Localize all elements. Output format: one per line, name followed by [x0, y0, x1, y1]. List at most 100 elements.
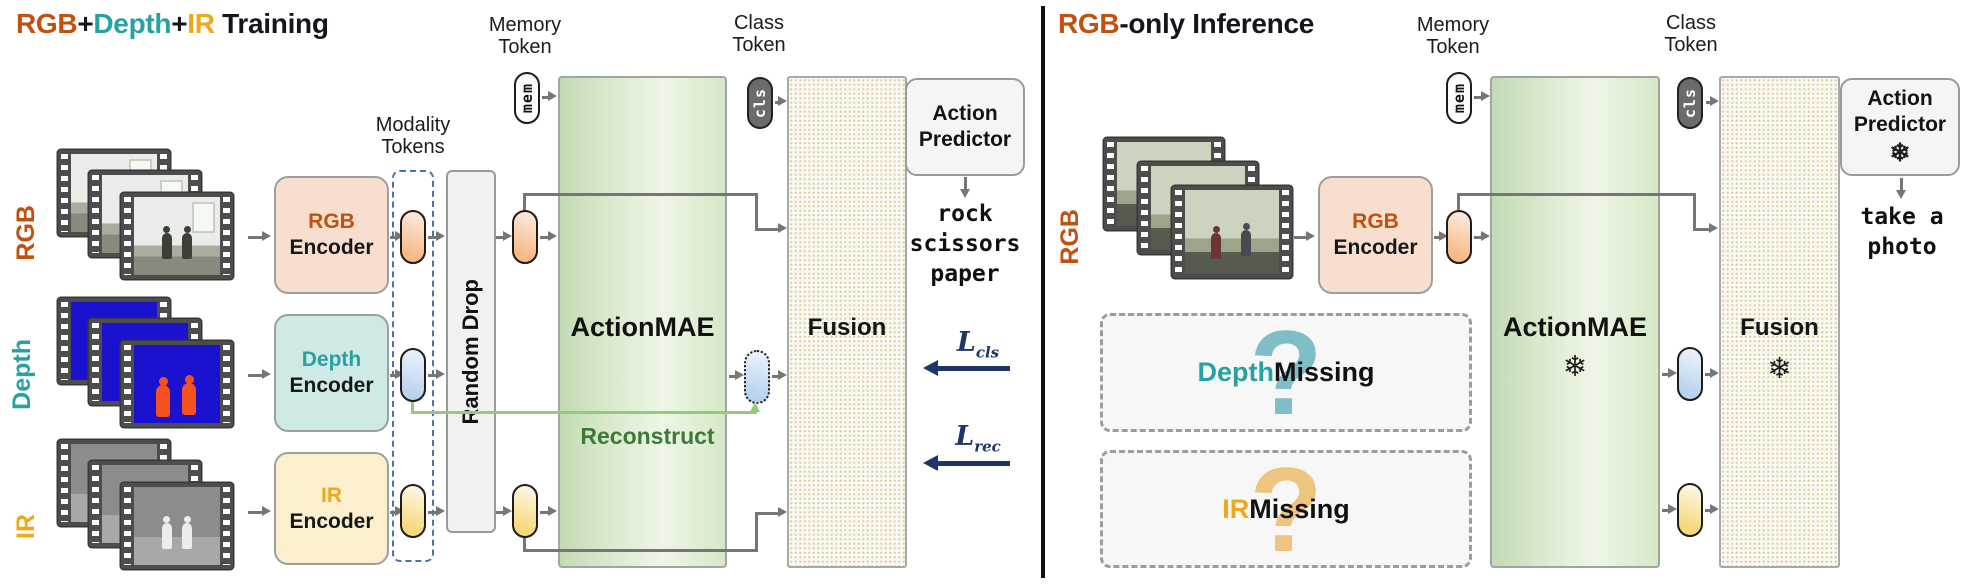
- arrowhead: [1668, 368, 1677, 378]
- film-sprockets: [92, 175, 99, 253]
- film-sprockets: [223, 197, 230, 275]
- modality-tokens-dashed-box: [392, 170, 434, 562]
- film-sprockets: [1107, 142, 1114, 226]
- reconstruct-label: Reconstruct: [580, 423, 715, 449]
- film-sprockets: [1282, 190, 1289, 274]
- connector-line: [1294, 236, 1308, 239]
- depth-modality-token: [400, 348, 426, 402]
- question-mark-icon: ?: [1249, 443, 1323, 577]
- left-panel-title: RGB+Depth+IR Training: [16, 8, 329, 40]
- person-silhouette: [182, 516, 193, 550]
- connector-line: [755, 193, 758, 230]
- depth-encoder-box: Depth Encoder: [274, 314, 389, 432]
- loss-rec-arrowhead: [923, 455, 938, 471]
- arrowhead: [1709, 223, 1718, 233]
- reconstructed-depth-token: [1677, 347, 1703, 401]
- arrowhead: [778, 370, 787, 380]
- depth-missing-label: Depth Missing: [1197, 357, 1375, 387]
- rgb-scene: [1185, 190, 1279, 274]
- encoder-word: Encoder: [289, 236, 374, 259]
- film-sprockets: [223, 487, 230, 565]
- arrowhead: [395, 369, 404, 379]
- connector-line: [428, 374, 438, 377]
- class-token-pill: cls: [747, 77, 773, 129]
- film-sprockets: [124, 197, 131, 275]
- depth-video-stack: [58, 298, 238, 432]
- snowflake-icon: ❄: [1889, 139, 1911, 167]
- encoder-name: RGB: [1352, 210, 1399, 233]
- connector-line: [523, 193, 758, 196]
- snowflake-icon: ❄: [1767, 353, 1792, 385]
- connector-line: [1693, 228, 1711, 231]
- fusion-label: Fusion: [807, 314, 887, 341]
- rgb-modality-token: [400, 210, 426, 264]
- arrowhead: [1481, 91, 1490, 101]
- arrowhead: [395, 506, 404, 516]
- person-silhouette: [182, 226, 193, 260]
- memory-token-pill: mem: [1446, 72, 1472, 124]
- connector-line: [775, 101, 780, 104]
- memory-token-label: Memory Token: [1416, 14, 1490, 58]
- class-token-label: Class Token: [1664, 12, 1718, 56]
- loss-rec-label: Lrec: [955, 421, 1001, 456]
- arrowhead: [778, 507, 787, 517]
- ir-missing-box: ? IR Missing: [1100, 443, 1472, 577]
- arrowhead: [436, 231, 445, 241]
- connector-line: [964, 177, 967, 191]
- depth-scene: [134, 345, 220, 423]
- person-silhouette: [156, 376, 171, 417]
- loss-rec-arrow: [937, 461, 1010, 466]
- reconstruct-arrowhead: [750, 402, 760, 412]
- arrowhead: [503, 231, 512, 241]
- film-frame: [121, 193, 233, 279]
- person-silhouette: [161, 226, 172, 260]
- connector-line: [772, 375, 779, 378]
- fusion-label: Fusion: [1740, 314, 1819, 341]
- film-sprockets: [61, 302, 68, 380]
- connector-line: [523, 193, 526, 211]
- connector-line: [390, 236, 398, 239]
- predicted-actions-text: rock scissors paper: [909, 201, 1021, 287]
- rgb-modality-label: RGB: [1055, 209, 1084, 265]
- arrowhead: [1668, 504, 1677, 514]
- arrowhead: [778, 96, 787, 106]
- connector-line: [1474, 236, 1483, 239]
- random-drop-box: Random Drop: [446, 170, 496, 533]
- arrowhead: [1710, 504, 1719, 514]
- right-panel-title: RGB-only Inference: [1058, 8, 1314, 40]
- encoder-word: Encoder: [289, 509, 374, 533]
- connector-line: [523, 538, 526, 552]
- predicted-action-text: take a photo: [1860, 204, 1944, 260]
- arrowhead: [503, 506, 512, 516]
- ir-modality-token: [400, 484, 426, 538]
- depth-missing-box: ? Depth Missing: [1100, 306, 1472, 440]
- connector-line: [496, 236, 505, 239]
- rgb-token-after-drop: [512, 210, 538, 264]
- reconstruct-line: [411, 411, 757, 414]
- arrowhead: [262, 231, 271, 241]
- arrowhead: [548, 231, 557, 241]
- question-mark-icon: ?: [1249, 306, 1323, 440]
- connector-line: [1457, 193, 1696, 196]
- connector-line: [390, 374, 398, 377]
- connector-line: [248, 511, 264, 514]
- film-sprockets: [124, 345, 131, 423]
- title-plus: +: [77, 8, 94, 39]
- arrowhead: [1306, 231, 1315, 241]
- ir-token-after-drop: [512, 484, 538, 538]
- connector-line: [248, 374, 264, 377]
- ir-missing-label: IR Missing: [1222, 493, 1350, 524]
- title-ir: IR: [187, 8, 215, 39]
- encoder-name: Depth: [301, 348, 362, 371]
- reconstructed-depth-token: [744, 350, 770, 404]
- ir-modality-label: IR: [11, 513, 40, 539]
- action-predictor-box: Action Predictor ❄: [1840, 78, 1960, 176]
- title-rgb: RGB: [1058, 8, 1120, 39]
- actionmae-label: ActionMAE: [570, 312, 715, 342]
- film-sprockets: [92, 465, 99, 543]
- film-frame: [1172, 186, 1292, 278]
- film-frame: [121, 341, 233, 427]
- connector-line: [1662, 373, 1670, 376]
- window: [192, 201, 215, 233]
- connector-line: [542, 96, 550, 99]
